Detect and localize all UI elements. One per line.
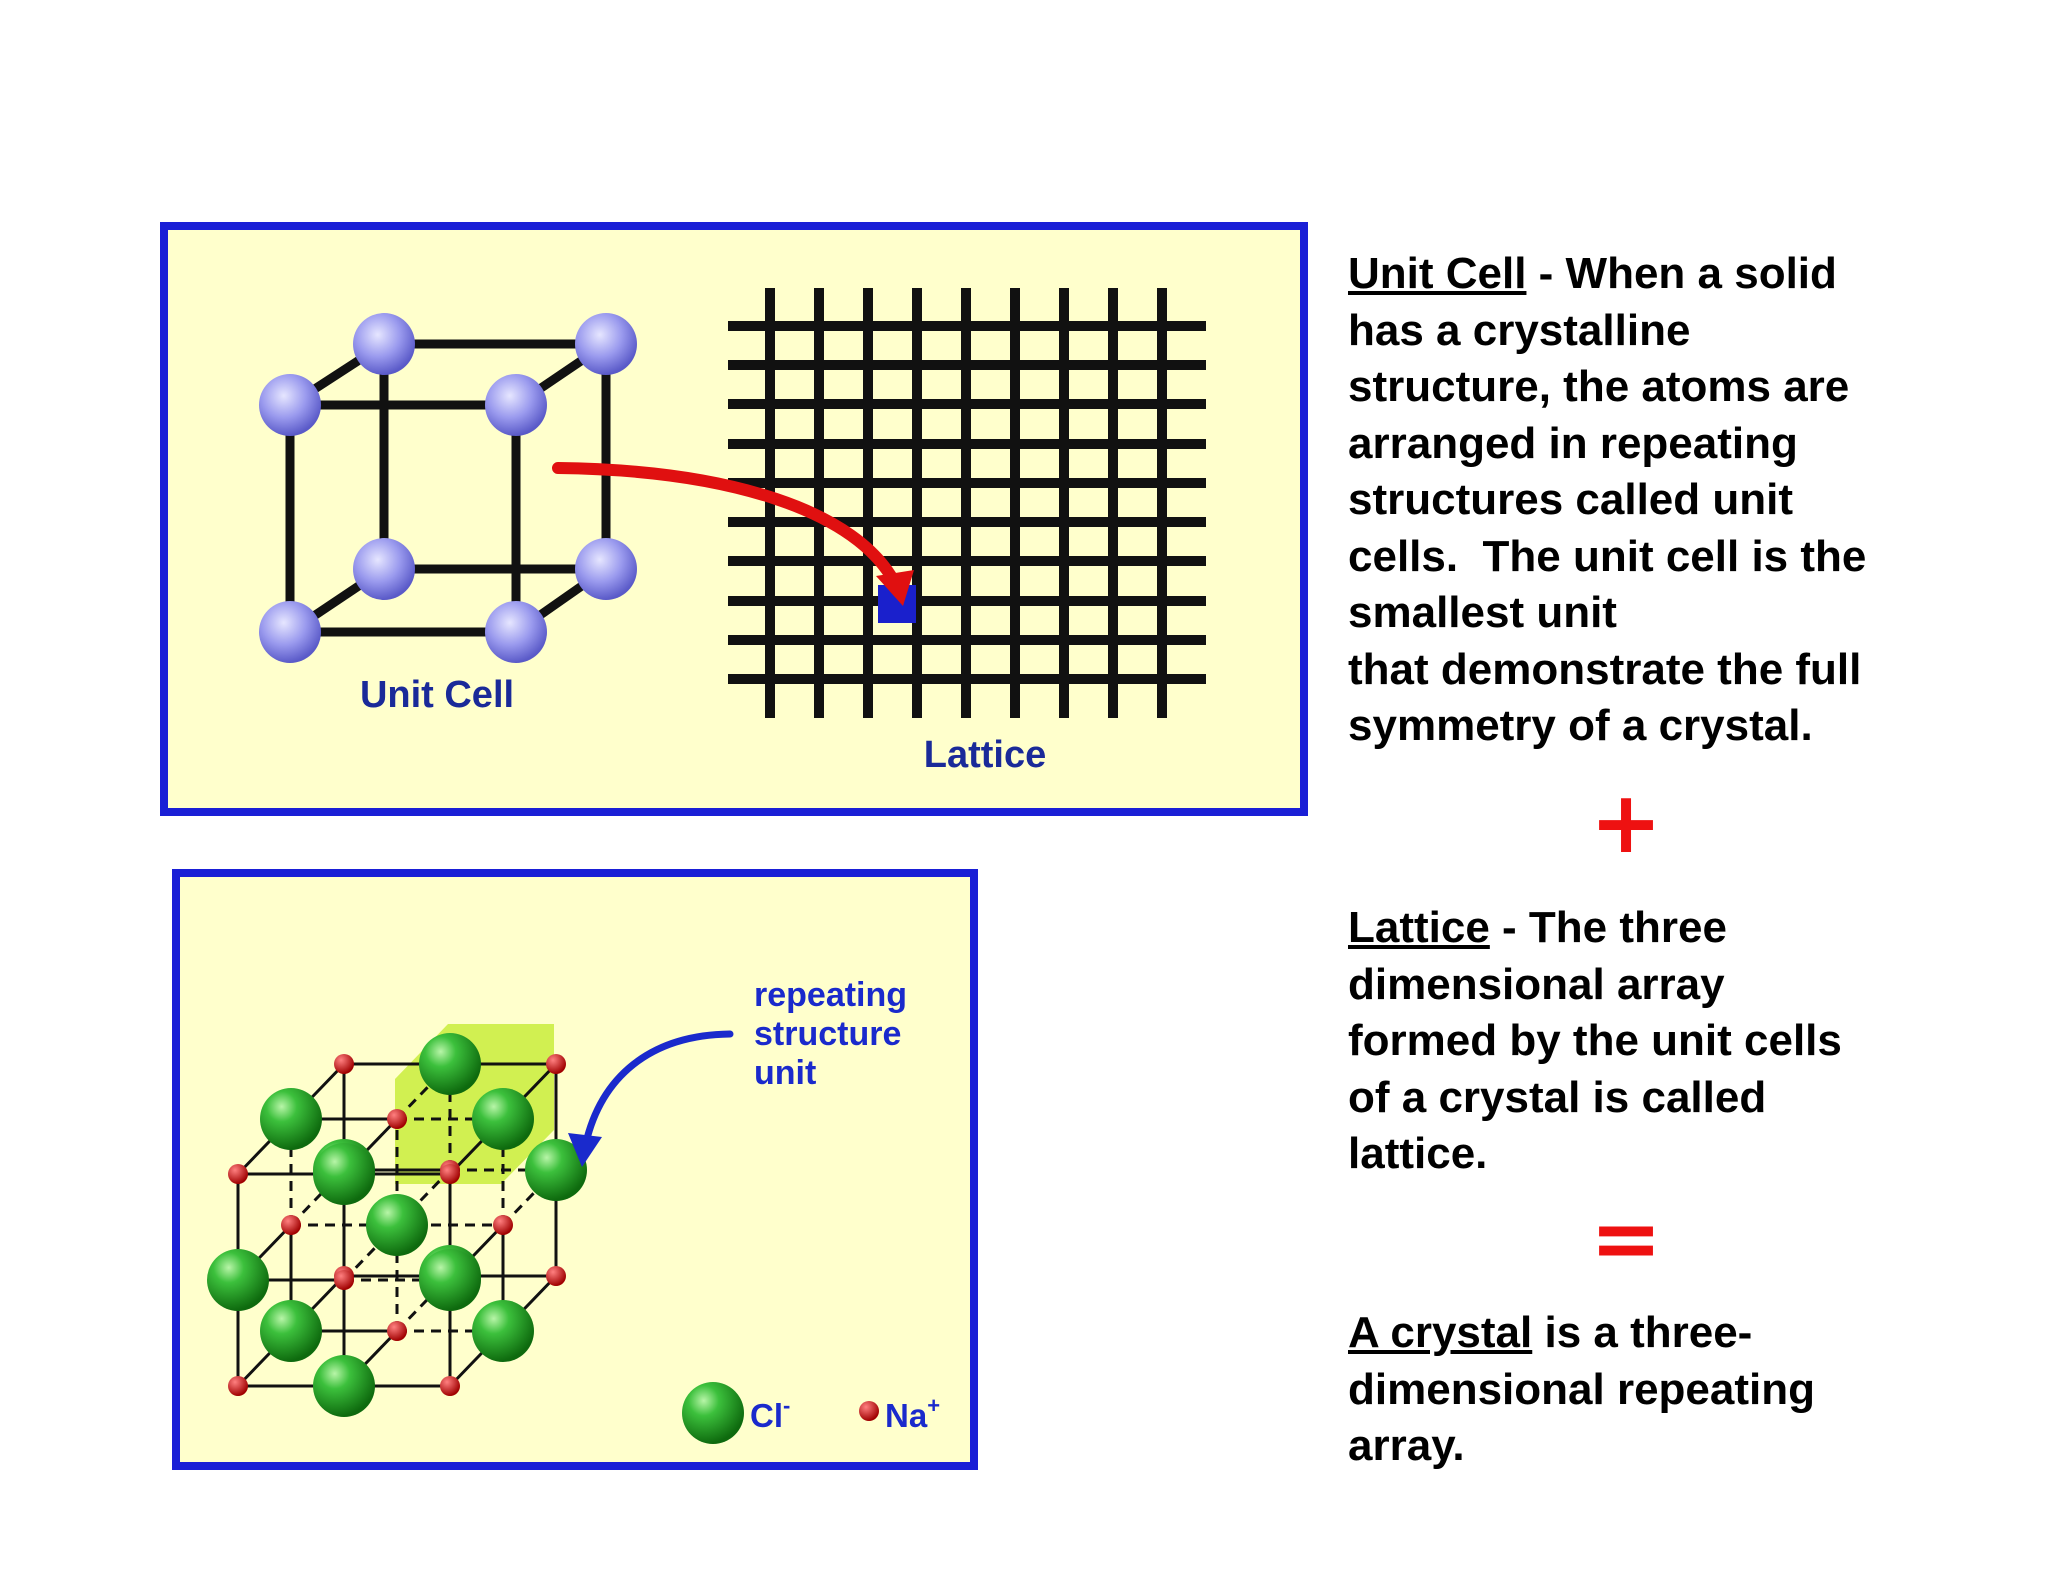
definition-line: structures called unit bbox=[1348, 475, 1794, 524]
crystal-bond-line bbox=[395, 1062, 452, 1121]
na-ion bbox=[440, 1376, 460, 1396]
annotation-line: structure bbox=[754, 1015, 901, 1053]
cl-legend-swatch bbox=[682, 1382, 744, 1444]
na-ion bbox=[228, 1164, 248, 1184]
crystal-bond-line bbox=[342, 1223, 399, 1282]
cl-ion bbox=[472, 1300, 534, 1362]
definition-line: arranged in repeating bbox=[1348, 418, 1798, 468]
na-ion bbox=[334, 1270, 354, 1290]
cl-ion bbox=[207, 1249, 269, 1311]
na-legend-label: Na+ bbox=[885, 1393, 940, 1434]
lattice-label: Lattice bbox=[924, 734, 1046, 776]
unit-cell-atom bbox=[353, 313, 415, 375]
plus-sign: + bbox=[1590, 773, 1663, 873]
annotation-line: unit bbox=[754, 1054, 816, 1092]
na-ion bbox=[440, 1164, 460, 1184]
repeating-unit-arrow bbox=[568, 1030, 734, 1167]
na-ion bbox=[387, 1109, 407, 1129]
unit-cell-lattice-figure: Unit Cell Lattice bbox=[160, 222, 1308, 816]
na-ion bbox=[387, 1321, 407, 1341]
na-ion bbox=[546, 1266, 566, 1286]
nacl-crystal-diagram: repeating structure unit Cl- Na+ bbox=[207, 976, 940, 1444]
na-ion bbox=[228, 1376, 248, 1396]
definition-line: - The three bbox=[1489, 903, 1727, 952]
cl-ion bbox=[419, 1249, 481, 1311]
definition-line: dimensional array bbox=[1348, 959, 1725, 1009]
unit-cell-cube bbox=[259, 313, 637, 663]
crystal-bond-line bbox=[395, 1168, 452, 1227]
definition-line: - When a solid bbox=[1526, 249, 1837, 298]
na-legend-swatch bbox=[859, 1401, 879, 1421]
crystal-atoms bbox=[207, 1033, 587, 1417]
unit-cell-atom bbox=[259, 374, 321, 436]
cl-ion bbox=[313, 1143, 375, 1205]
nacl-crystal-figure: repeating structure unit Cl- Na+ bbox=[172, 869, 978, 1470]
cl-ion bbox=[472, 1088, 534, 1150]
repeating-structure-annotation: repeating structure unit bbox=[754, 976, 907, 1092]
unit-cell-label: Unit Cell bbox=[360, 674, 514, 716]
ion-legend: Cl- Na+ bbox=[682, 1382, 940, 1444]
unit-cell-atom bbox=[575, 538, 637, 600]
definition-line: is a three- bbox=[1532, 1308, 1753, 1357]
cl-ion bbox=[313, 1355, 375, 1417]
na-ion bbox=[281, 1215, 301, 1235]
cl-ion bbox=[260, 1300, 322, 1362]
cl-ion bbox=[525, 1139, 587, 1201]
crystal-term: A crystal bbox=[1348, 1308, 1533, 1357]
unit-cell-to-lattice-arrow bbox=[552, 462, 914, 606]
definition-line: array. bbox=[1348, 1421, 1465, 1470]
crystal-bond-line bbox=[501, 1168, 558, 1227]
cl-ion bbox=[419, 1033, 481, 1095]
definition-line: lattice. bbox=[1348, 1129, 1488, 1178]
unit-cell-atom bbox=[485, 601, 547, 663]
definition-line: that demonstrate the full bbox=[1348, 644, 1862, 694]
unit-cell-lattice-diagram: Unit Cell Lattice bbox=[259, 288, 1206, 776]
crystal-bond-line bbox=[395, 1274, 452, 1333]
unit-cell-term: Unit Cell bbox=[1348, 249, 1527, 298]
na-ion bbox=[493, 1215, 513, 1235]
definition-line: of a crystal is called bbox=[1348, 1072, 1767, 1122]
unit-cell-atom bbox=[259, 601, 321, 663]
unit-cell-definition: Unit Cell - When a solid has a crystalli… bbox=[1348, 246, 2008, 755]
unit-cell-atom bbox=[575, 313, 637, 375]
lattice-definition: Lattice - The three dimensional array fo… bbox=[1348, 900, 2008, 1183]
definition-line: smallest unit bbox=[1348, 588, 1617, 637]
definition-line: dimensional repeating bbox=[1348, 1364, 1815, 1414]
cl-ion bbox=[260, 1088, 322, 1150]
annotation-line: repeating bbox=[754, 976, 907, 1014]
na-ion bbox=[334, 1054, 354, 1074]
unit-cell-atom bbox=[353, 538, 415, 600]
definition-line: symmetry of a crystal. bbox=[1348, 701, 1813, 750]
lattice-grid bbox=[728, 288, 1206, 718]
definition-line: has a crystalline bbox=[1348, 305, 1691, 355]
definition-line: cells. The unit cell is the bbox=[1348, 531, 1867, 581]
lattice-term: Lattice bbox=[1348, 903, 1490, 952]
definition-line: formed by the unit cells bbox=[1348, 1016, 1842, 1065]
cl-ion bbox=[366, 1194, 428, 1256]
crystal-definition: A crystal is a three- dimensional repeat… bbox=[1348, 1305, 2008, 1475]
cl-legend-label: Cl- bbox=[750, 1393, 790, 1434]
equals-sign: = bbox=[1590, 1189, 1663, 1289]
unit-cell-atom bbox=[485, 374, 547, 436]
crystal-bond-line bbox=[289, 1168, 346, 1227]
definition-line: structure, the atoms are bbox=[1348, 362, 1850, 411]
na-ion bbox=[546, 1054, 566, 1074]
